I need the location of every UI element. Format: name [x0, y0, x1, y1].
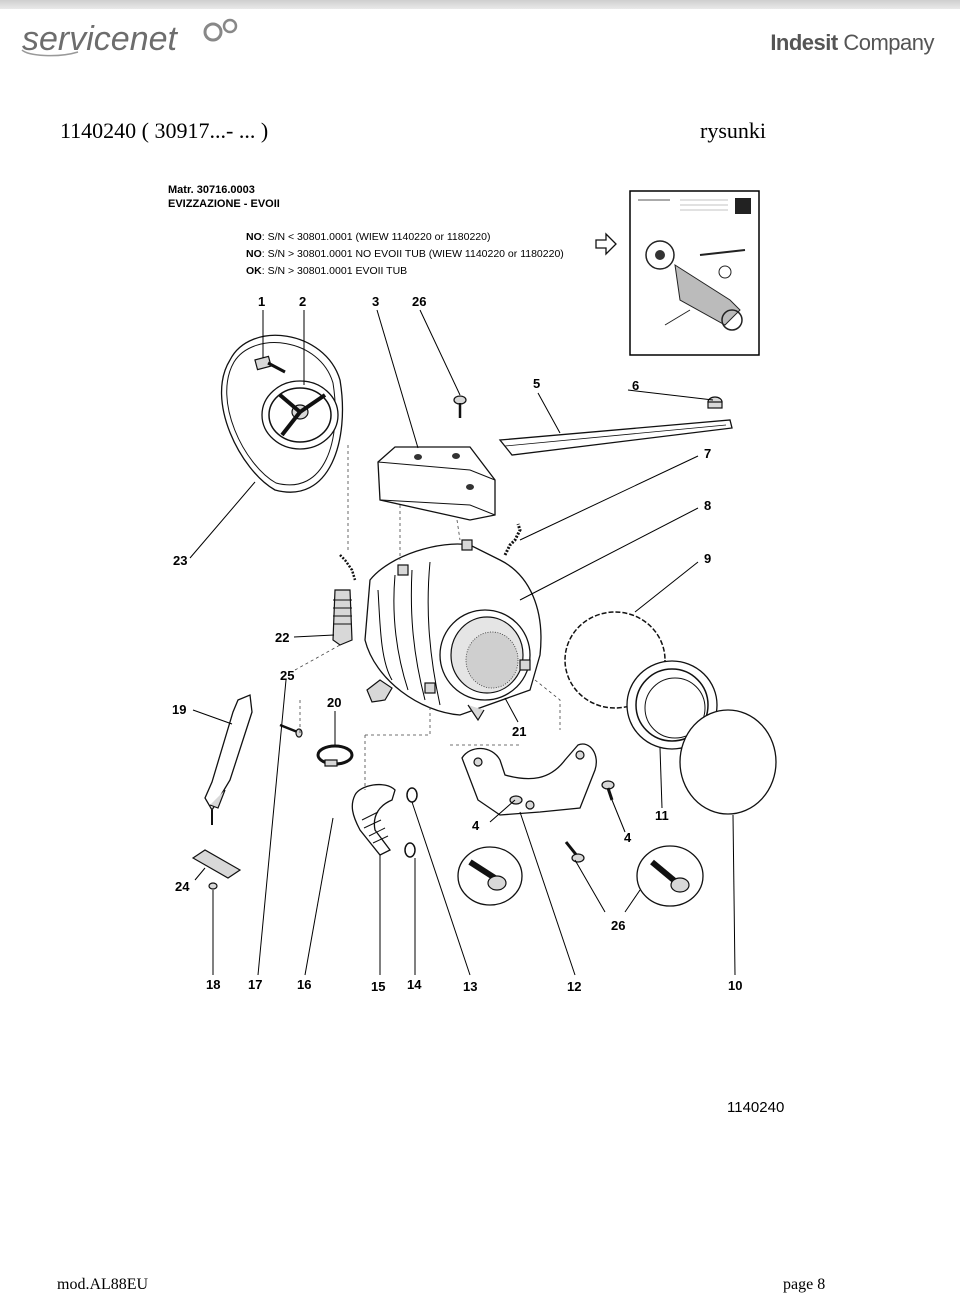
assembly-line — [294, 644, 341, 671]
servicenet-logo: servicenet — [18, 12, 248, 69]
servicenet-logo-text: servicenet — [22, 20, 179, 58]
indesit-logo-light: Company — [837, 30, 934, 55]
callout-22: 22 — [275, 630, 289, 645]
leader-lines — [189, 309, 736, 976]
callout-13: 13 — [463, 979, 477, 994]
callout-4-right: 4 — [624, 830, 632, 845]
spring-part — [339, 523, 522, 581]
footer-model: mod.AL88EU — [57, 1276, 149, 1293]
pulley-bolt-part — [254, 355, 286, 374]
bracket-part — [366, 679, 393, 703]
callout-4-left: 4 — [472, 818, 480, 833]
section-label: rysunki — [700, 118, 766, 143]
arrow-right-icon — [595, 232, 617, 256]
matr-label: Matr. 30716.0003 — [168, 184, 255, 196]
note-1: NO: S/N < 30801.0001 (WIEW 1140220 or 11… — [246, 231, 490, 243]
gear-icon — [203, 18, 238, 42]
callout-25: 25 — [280, 668, 294, 683]
callout-24: 24 — [175, 879, 190, 894]
drawing-number: 1140240 — [727, 1099, 784, 1116]
callout-23: 23 — [173, 553, 187, 568]
top-bar — [0, 0, 960, 9]
callout-17: 17 — [248, 977, 262, 992]
callout-19: 19 — [172, 702, 186, 717]
hose-part — [351, 783, 396, 856]
counterweight-part — [377, 446, 496, 521]
callout-1: 1 — [258, 294, 265, 309]
clamp-part — [316, 744, 354, 767]
callout-20: 20 — [327, 695, 341, 710]
front-ring-part — [679, 709, 777, 815]
note-3: OK: S/N > 30801.0001 EVOII TUB — [246, 265, 407, 277]
callout-18: 18 — [206, 977, 220, 992]
tub-part — [364, 539, 542, 722]
assembly-line — [534, 679, 561, 730]
magnified-bolt-left — [457, 846, 523, 906]
assembly-line — [456, 519, 461, 541]
screw-part — [453, 395, 467, 418]
magnified-bolt-right — [636, 845, 704, 907]
gasket-ring-part — [564, 611, 666, 709]
bellows-part — [332, 589, 353, 646]
bolt-part — [509, 780, 615, 863]
document-title: 1140240 ( 30917...- ... ) — [60, 118, 269, 143]
callout-26: 26 — [412, 294, 426, 309]
callout-14: 14 — [407, 977, 422, 992]
callout-16: 16 — [297, 977, 311, 992]
callout-21: 21 — [512, 724, 526, 739]
callout-26-bottom: 26 — [611, 918, 625, 933]
callout-7: 7 — [704, 446, 711, 461]
indesit-logo-bold: Indesit — [770, 30, 838, 55]
footer-page: page 8 — [783, 1276, 826, 1293]
callout-2: 2 — [299, 294, 306, 309]
shock-absorber-part — [204, 694, 303, 825]
note-2: NO: S/N > 30801.0001 NO EVOII TUB (WIEW … — [246, 248, 564, 260]
pulley-part — [261, 380, 339, 450]
callout-9: 9 — [704, 551, 711, 566]
rail-part — [498, 396, 733, 456]
indesit-company-logo: Indesit Company — [770, 30, 934, 56]
callout-15: 15 — [371, 979, 385, 994]
callout-5: 5 — [533, 376, 540, 391]
callout-11: 11 — [655, 808, 669, 823]
evo-label: EVIZZAZIONE - EVOII — [168, 198, 280, 210]
o-ring-part — [404, 787, 418, 858]
mounting-plate-part — [191, 849, 242, 890]
assembly-line — [365, 705, 431, 736]
callout-10: 10 — [728, 978, 742, 993]
tub-frame-part — [461, 743, 597, 816]
reference-thumbnail — [629, 190, 760, 356]
callout-12: 12 — [567, 979, 581, 994]
callout-8: 8 — [704, 498, 711, 513]
callout-6: 6 — [632, 378, 639, 393]
callout-3: 3 — [372, 294, 379, 309]
